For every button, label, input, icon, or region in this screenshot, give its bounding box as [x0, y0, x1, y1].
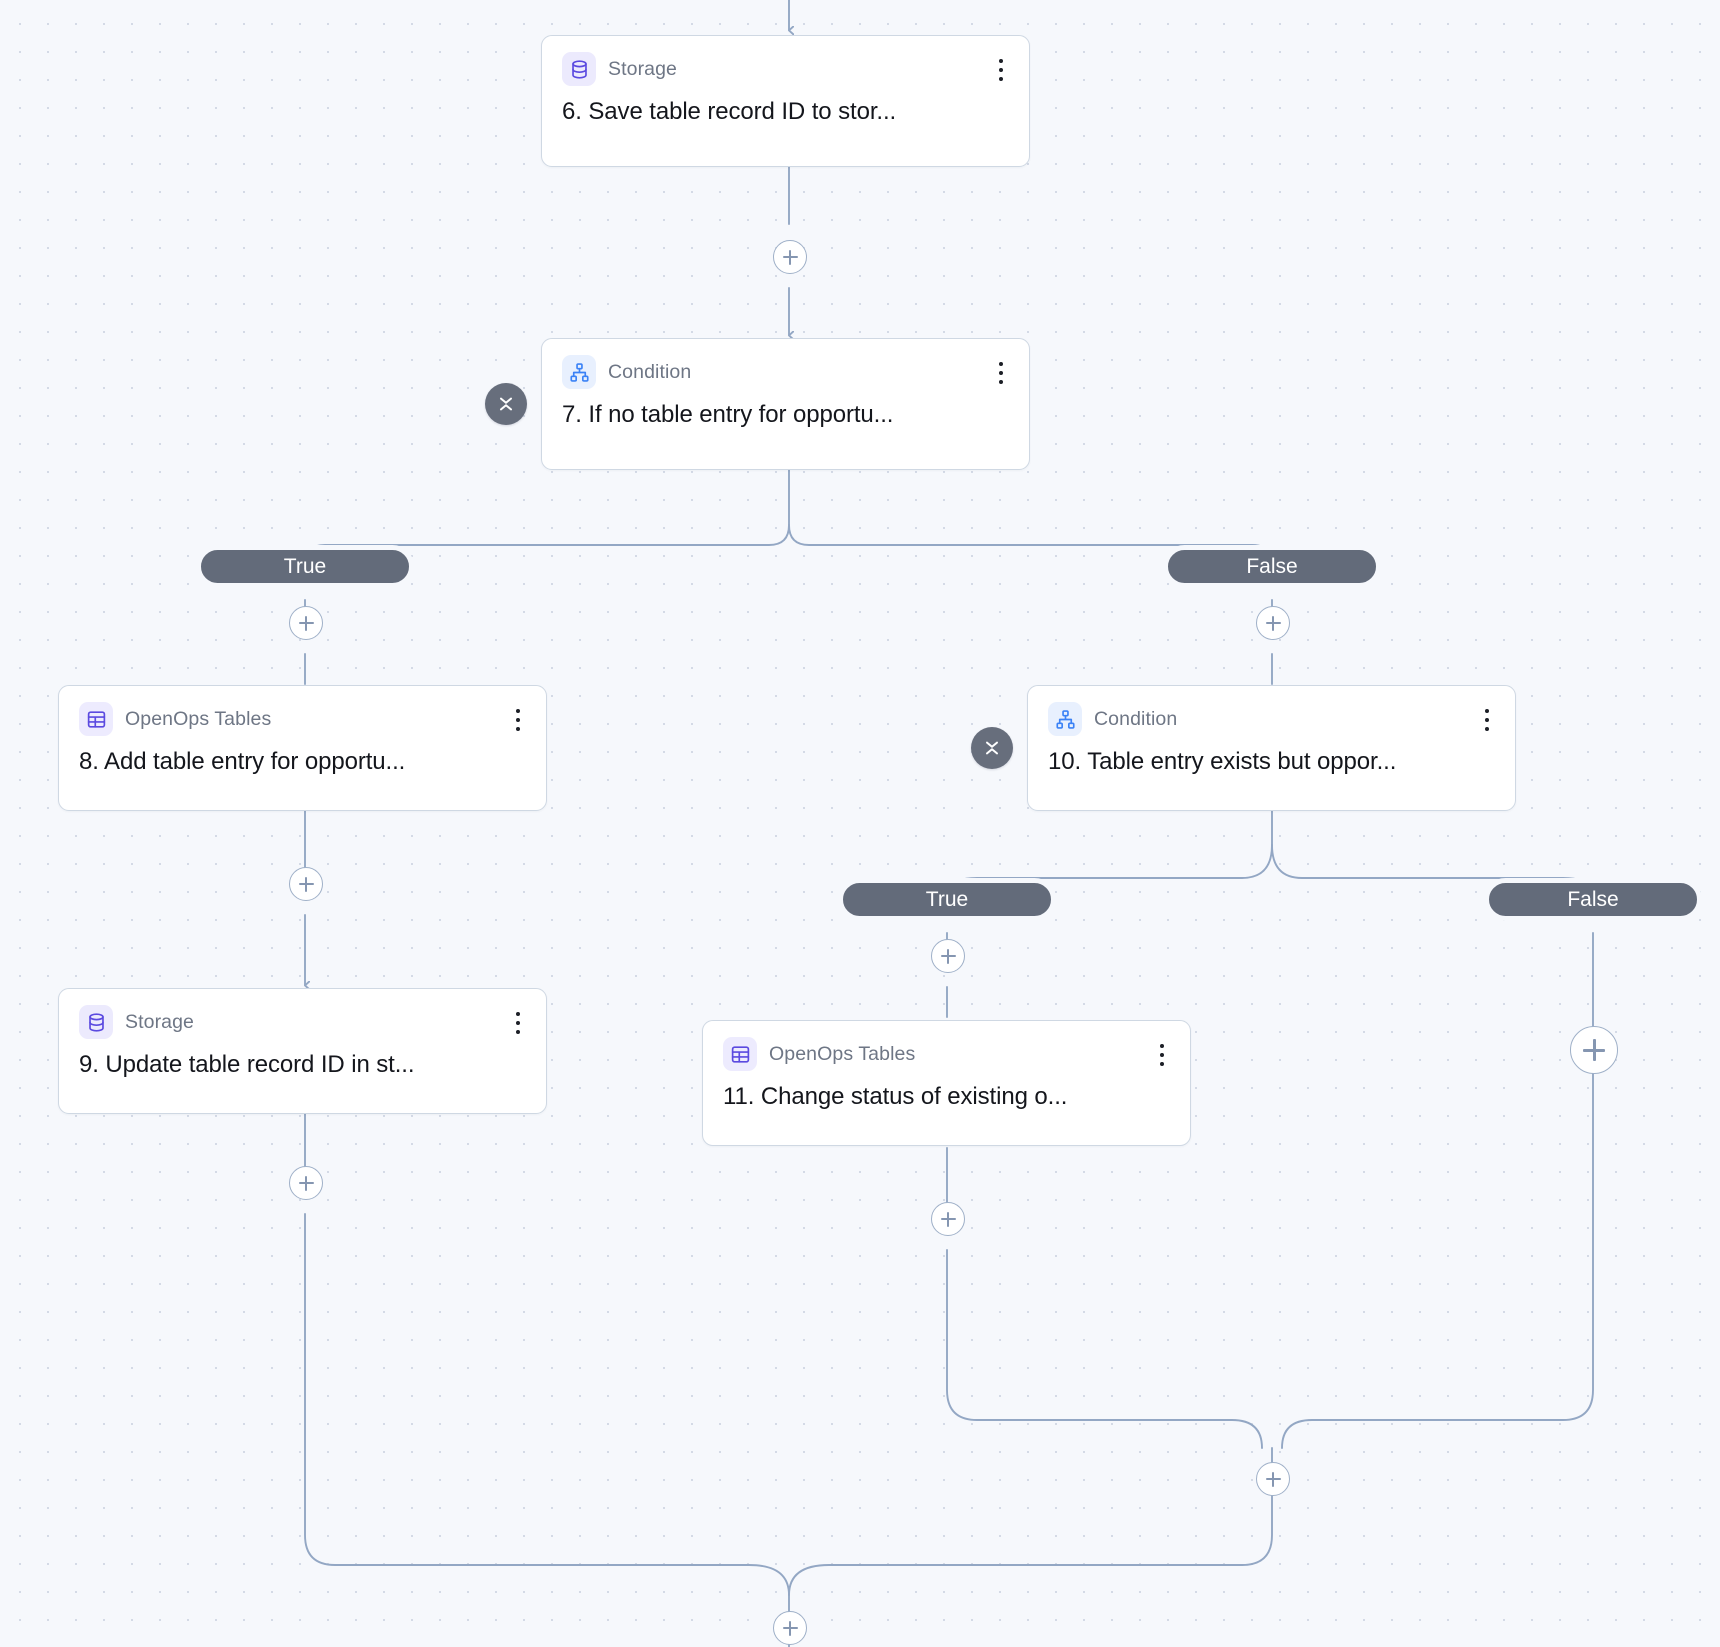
node-step-11[interactable]: OpenOps Tables 11. Change status of exis…: [702, 1020, 1191, 1146]
node-header: OpenOps Tables: [79, 702, 526, 736]
branch-label-text: True: [925, 887, 969, 911]
kebab-menu-icon[interactable]: [1476, 706, 1498, 734]
branch-label-text: False: [1246, 554, 1298, 578]
database-icon: [79, 1005, 113, 1039]
node-type-label: OpenOps Tables: [769, 1042, 916, 1065]
node-title: 7. If no table entry for opportu...: [562, 401, 894, 428]
node-type-label: Storage: [125, 1010, 194, 1033]
node-title: 8. Add table entry for opportu...: [79, 748, 406, 775]
branch-label-false-step10[interactable]: False: [1484, 878, 1702, 921]
kebab-menu-icon[interactable]: [507, 706, 529, 734]
plus-bar-vertical: [946, 1211, 950, 1227]
plus-bar-vertical: [304, 1175, 308, 1191]
chevrons-collapse-icon: [500, 397, 512, 411]
node-type-label: Storage: [608, 57, 677, 80]
plus-bar-vertical: [946, 948, 950, 964]
add-step-button-after-step9[interactable]: [289, 1166, 323, 1200]
chevrons-collapse-icon: [986, 741, 998, 755]
database-icon: [562, 52, 596, 86]
collapse-branch-button-step10[interactable]: [971, 727, 1013, 769]
add-step-button-after-step11[interactable]: [931, 1202, 965, 1236]
add-step-button-merge-step10[interactable]: [1256, 1462, 1290, 1496]
branch-label-text: False: [1567, 887, 1619, 911]
table-grid-icon: [723, 1037, 757, 1071]
plus-bar-vertical: [1271, 615, 1275, 631]
node-header: Storage: [79, 1005, 526, 1039]
hierarchy-icon: [562, 355, 596, 389]
node-step-6[interactable]: Storage 6. Save table record ID to stor.…: [541, 35, 1030, 167]
kebab-menu-icon[interactable]: [507, 1009, 529, 1037]
add-step-button-after-step8[interactable]: [289, 867, 323, 901]
node-header: Condition: [562, 355, 1009, 389]
branch-label-true-step10[interactable]: True: [838, 878, 1056, 921]
node-step-9[interactable]: Storage 9. Update table record ID in st.…: [58, 988, 547, 1114]
add-step-button-merge-step7[interactable]: [773, 1611, 807, 1645]
add-step-button-false-branch-step7[interactable]: [1256, 606, 1290, 640]
plus-bar-vertical: [788, 249, 792, 265]
node-step-7[interactable]: Condition 7. If no table entry for oppor…: [541, 338, 1030, 470]
kebab-menu-icon[interactable]: [990, 359, 1012, 387]
node-type-label: OpenOps Tables: [125, 707, 272, 730]
node-title: 9. Update table record ID in st...: [79, 1051, 415, 1078]
add-step-button-false-branch-step10[interactable]: [1570, 1026, 1618, 1074]
kebab-menu-icon[interactable]: [990, 56, 1012, 84]
add-step-button-true-branch-step10[interactable]: [931, 939, 965, 973]
node-title: 6. Save table record ID to stor...: [562, 98, 897, 125]
table-grid-icon: [79, 702, 113, 736]
node-title: 11. Change status of existing o...: [723, 1083, 1068, 1110]
kebab-menu-icon[interactable]: [1151, 1041, 1173, 1069]
plus-bar-vertical: [1592, 1039, 1596, 1061]
node-header: Storage: [562, 52, 1009, 86]
node-title: 10. Table entry exists but oppor...: [1048, 748, 1397, 775]
add-step-button-after-step6[interactable]: [773, 240, 807, 274]
node-step-8[interactable]: OpenOps Tables 8. Add table entry for op…: [58, 685, 547, 811]
branch-label-text: True: [283, 554, 327, 578]
node-header: Condition: [1048, 702, 1495, 736]
branch-label-false-step7[interactable]: False: [1163, 545, 1381, 588]
plus-bar-vertical: [1271, 1471, 1275, 1487]
add-step-button-true-branch-step7[interactable]: [289, 606, 323, 640]
node-type-label: Condition: [608, 360, 692, 383]
plus-bar-vertical: [304, 615, 308, 631]
node-type-label: Condition: [1094, 707, 1178, 730]
collapse-branch-button-step7[interactable]: [485, 383, 527, 425]
node-step-10[interactable]: Condition 10. Table entry exists but opp…: [1027, 685, 1516, 811]
branch-label-true-step7[interactable]: True: [196, 545, 414, 588]
plus-bar-vertical: [788, 1620, 792, 1636]
plus-bar-vertical: [304, 876, 308, 892]
node-header: OpenOps Tables: [723, 1037, 1170, 1071]
hierarchy-icon: [1048, 702, 1082, 736]
